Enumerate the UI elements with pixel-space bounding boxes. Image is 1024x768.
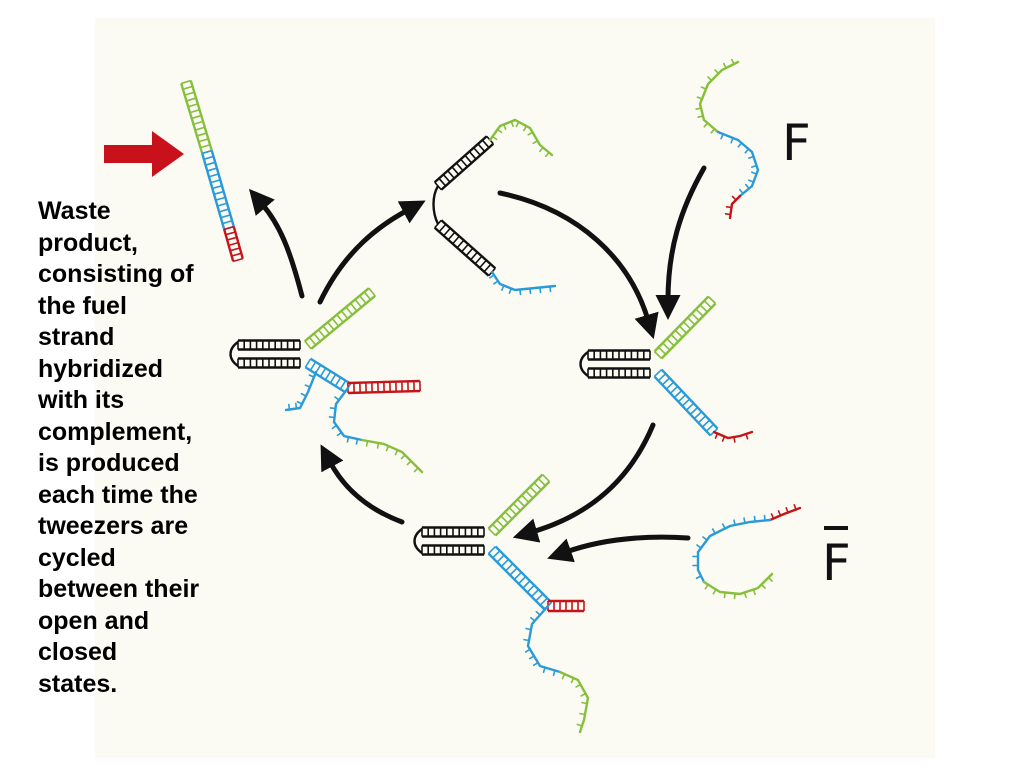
waste-duplex	[180, 79, 244, 263]
caption-line: is produced	[38, 449, 180, 477]
duplex-segment	[201, 149, 235, 231]
duplex-segment	[433, 135, 495, 191]
caption-line: strand	[38, 323, 115, 351]
caption-line: Waste	[38, 197, 111, 225]
diagram-panel	[95, 18, 935, 758]
duplex-segment	[347, 379, 421, 395]
caption-line: each time the	[38, 480, 198, 509]
cycle-arrows	[248, 165, 707, 563]
single-strand	[523, 604, 562, 677]
fuel-label: F	[782, 114, 811, 172]
caption-line: tweezers are	[38, 512, 189, 540]
closed-tweezers-bottom	[413, 473, 590, 734]
cycle-arrow-icon	[317, 200, 426, 305]
caption-line: with its	[38, 386, 125, 414]
single-strand	[360, 438, 424, 474]
cycle-arrow-icon	[248, 188, 305, 299]
cycle-arrow-icon	[497, 190, 659, 340]
caption-line: open and	[38, 606, 150, 635]
duplex-segment	[304, 287, 376, 350]
red-arrow-icon	[104, 131, 184, 177]
caption-line: between their	[38, 575, 200, 603]
single-strand	[489, 270, 557, 296]
waste-product-caption: Waste product, consisting of the fuel st…	[38, 196, 238, 700]
cycle-arrow-icon	[512, 422, 656, 543]
caption-line: the fuel	[38, 291, 127, 320]
single-strand	[712, 430, 754, 443]
single-strand	[284, 370, 318, 412]
fuel-strand	[695, 58, 760, 220]
single-strand	[716, 130, 760, 198]
caption-line: cycled	[38, 543, 116, 572]
hinge	[579, 351, 589, 377]
open-tweezers	[432, 118, 557, 296]
hinge	[413, 528, 423, 554]
fuel-complement-label: F	[822, 526, 851, 592]
hinge	[432, 185, 440, 225]
closed-tweezers-left	[229, 287, 424, 474]
single-strand	[768, 504, 802, 522]
caption-line: product,	[38, 228, 138, 257]
single-strand	[692, 514, 772, 584]
duplex-segment	[180, 79, 213, 155]
caption-line: hybridized	[38, 354, 164, 383]
duplex-segment	[587, 367, 651, 379]
duplex-segment	[421, 544, 485, 556]
single-strand	[702, 572, 774, 600]
single-strand	[488, 118, 554, 158]
caption-line: consisting of	[38, 260, 194, 288]
single-strand	[695, 58, 740, 134]
duplex-segment	[223, 225, 244, 263]
caption-line: complement,	[38, 417, 193, 446]
duplex-segment	[653, 368, 719, 437]
caption-line: closed	[38, 638, 118, 666]
hinge	[229, 341, 239, 367]
cycle-arrow-icon	[547, 534, 691, 563]
single-strand	[558, 670, 590, 734]
caption-line: states.	[38, 669, 118, 698]
complement-strand	[692, 504, 802, 600]
single-strand	[328, 386, 364, 445]
duplex-segment	[487, 473, 551, 537]
single-strand	[724, 194, 742, 220]
cycle-arrow-icon	[655, 165, 707, 320]
duplex-segment	[653, 295, 717, 360]
duplex-segment	[547, 599, 585, 613]
cycle-arrow-icon	[320, 444, 405, 525]
closed-tweezers-right	[579, 295, 754, 443]
